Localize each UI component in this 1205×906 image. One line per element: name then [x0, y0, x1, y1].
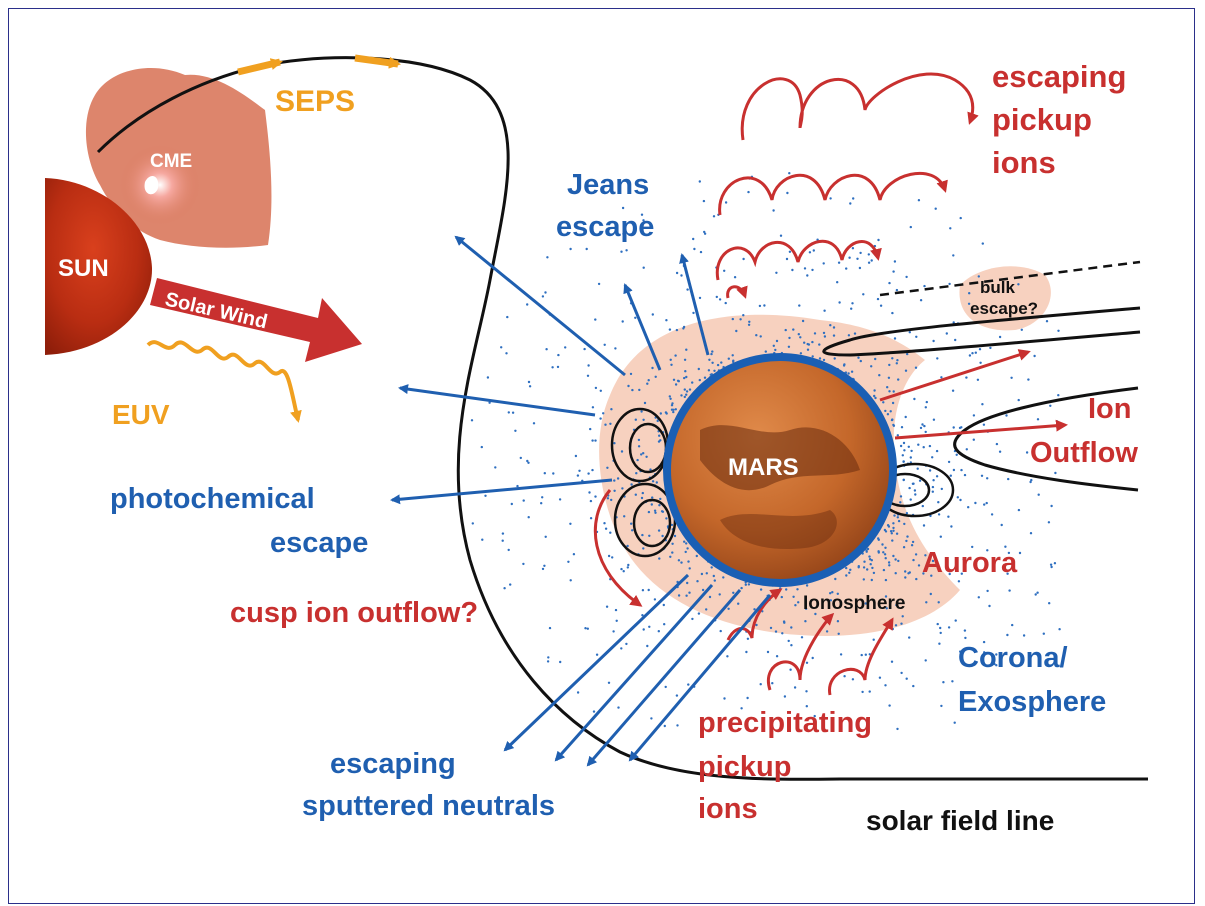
sun [45, 178, 153, 355]
photochemical-escape-label-2: escape [270, 527, 368, 559]
escaping-pickup-ions-label-2: pickup [992, 102, 1092, 137]
mars-label: MARS [728, 454, 799, 481]
seps-arrow-2 [354, 54, 401, 69]
seps-label: SEPS [275, 85, 355, 118]
precipitating-pickup-ions-label-1: precipitating [698, 707, 872, 739]
jeans-escape-label-2: escape [556, 211, 654, 243]
ion-outflow-label-2: Outflow [1030, 437, 1138, 469]
ionosphere-label: Ionosphere [803, 593, 905, 614]
jeans-escape-label-1: Jeans [567, 169, 649, 201]
solar-field-line-label: solar field line [866, 805, 1054, 836]
tail-field-lines [822, 260, 1141, 492]
euv-wave [146, 340, 302, 423]
photochemical-escape-label-1: photochemical [110, 483, 315, 515]
sun-label: SUN [58, 255, 109, 282]
exosphere-particles [470, 172, 1061, 731]
cme-label: CME [150, 151, 192, 172]
precipitating-pickup-ion-paths [726, 588, 894, 696]
ion-outflow-arrows [879, 349, 1068, 440]
escaping-sputtered-neutrals-label-1: escaping [330, 748, 456, 780]
cusp-ion-outflow-path [593, 489, 643, 607]
neutral-escape-arrows [390, 235, 772, 767]
euv-label: EUV [112, 399, 170, 430]
mars-planet [663, 353, 897, 587]
escaping-pickup-ions-label-1: escaping [992, 59, 1126, 94]
cme-cloud [85, 67, 272, 248]
precipitating-pickup-ions-label-2: pickup [698, 751, 791, 783]
corona-exosphere-label-1: Corona/ [958, 642, 1068, 674]
diagram-frame [8, 8, 1195, 904]
seps-arrow-1 [237, 58, 283, 76]
aurora-label: Aurora [922, 547, 1018, 579]
corona-exosphere-label-2: Exosphere [958, 686, 1106, 718]
bulk-escape-label-1: bulk [980, 278, 1015, 297]
escaping-pickup-ion-paths [715, 72, 979, 299]
precipitating-pickup-ions-label-3: ions [698, 793, 758, 825]
escaping-sputtered-neutrals-label-2: sputtered neutrals [302, 790, 555, 822]
solar-wind-arrow [150, 278, 362, 362]
bulk-escape-label-2: escape? [970, 299, 1038, 318]
ion-outflow-label-1: Ion [1088, 393, 1132, 425]
escaping-pickup-ions-label-3: ions [992, 145, 1056, 180]
cusp-ion-outflow-label: cusp ion outflow? [230, 597, 478, 629]
